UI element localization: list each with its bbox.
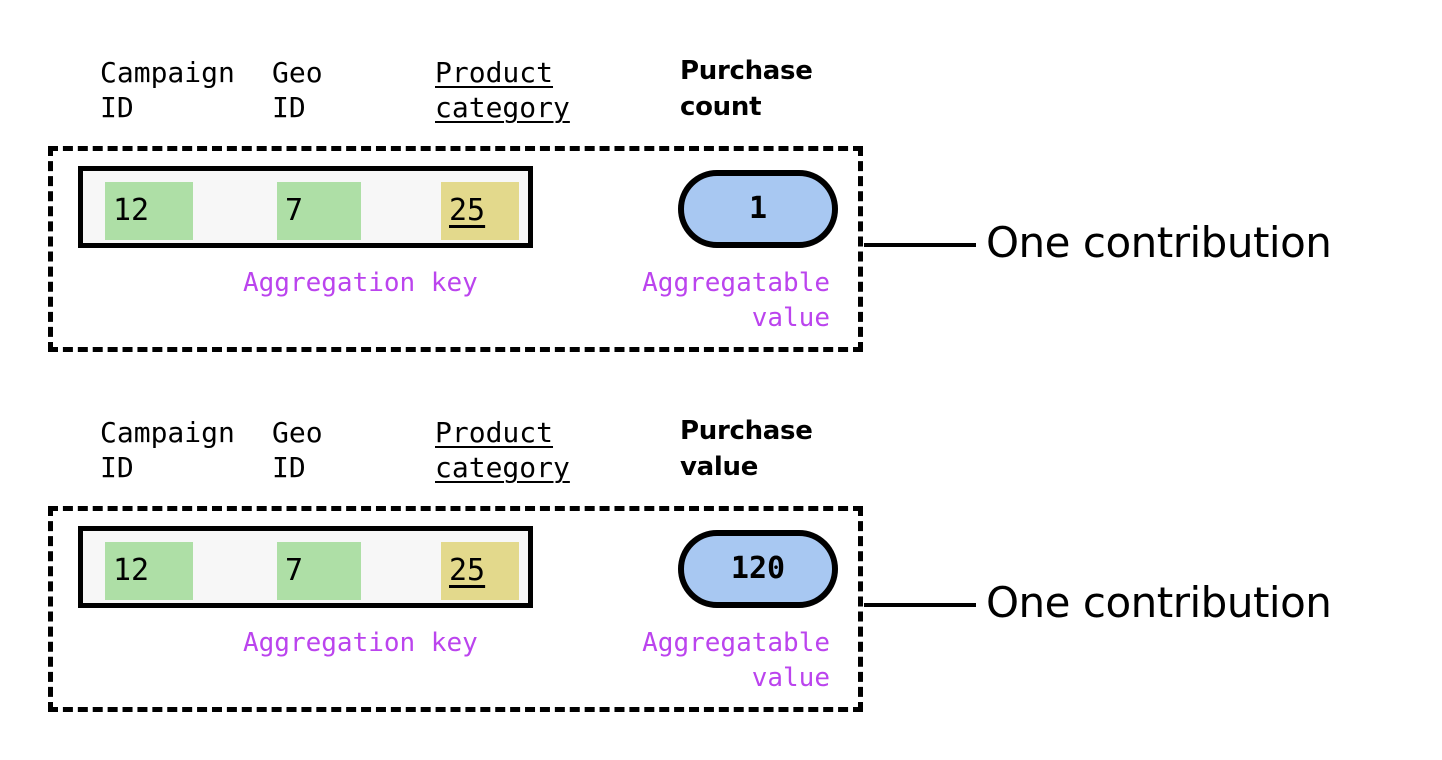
header-campaign-id: Campaign ID: [100, 416, 235, 484]
callout-leader-line: [864, 243, 976, 247]
contribution-boundary: [48, 506, 863, 712]
key-cell-geo-id: 7: [277, 182, 361, 240]
header-metric: Purchase value: [680, 416, 813, 482]
header-geo-id: Geo ID: [272, 56, 323, 124]
key-cell-value: 12: [113, 193, 150, 228]
contribution-boundary: [48, 146, 863, 352]
key-cell-value: 12: [113, 553, 150, 588]
aggregatable-value-pill: 120: [678, 530, 838, 608]
header-geo-id: Geo ID: [272, 416, 323, 484]
aggregation-key-box: 12 7 25: [78, 166, 533, 248]
key-cell-product-category: 25: [441, 182, 519, 240]
aggregation-key-box: 12 7 25: [78, 526, 533, 608]
label-aggregatable-value: Aggregatable value: [642, 268, 830, 333]
aggregatable-value-text: 1: [748, 191, 768, 226]
column-headers: Campaign ID Geo ID Product category Purc…: [0, 55, 900, 145]
label-aggregation-key: Aggregation key: [243, 628, 478, 658]
header-product-category: Product category: [435, 416, 570, 484]
key-cell-value: 25: [449, 193, 486, 228]
key-cell-value: 7: [285, 193, 304, 228]
header-product-category: Product category: [435, 56, 570, 124]
label-aggregatable-value: Aggregatable value: [642, 628, 830, 693]
label-aggregation-key: Aggregation key: [243, 268, 478, 298]
key-cell-product-category: 25: [441, 542, 519, 600]
callout-one-contribution: One contribution: [986, 578, 1332, 627]
header-campaign-id: Campaign ID: [100, 56, 235, 124]
callout-leader-line: [864, 603, 976, 607]
header-metric: Purchase count: [680, 56, 813, 122]
key-cell-geo-id: 7: [277, 542, 361, 600]
column-headers: Campaign ID Geo ID Product category Purc…: [0, 415, 900, 505]
aggregatable-value-pill: 1: [678, 170, 838, 248]
aggregatable-value-text: 120: [730, 551, 786, 586]
key-cell-value: 7: [285, 553, 304, 588]
key-cell-value: 25: [449, 553, 486, 588]
key-cell-campaign-id: 12: [105, 542, 193, 600]
callout-one-contribution: One contribution: [986, 218, 1332, 267]
key-cell-campaign-id: 12: [105, 182, 193, 240]
